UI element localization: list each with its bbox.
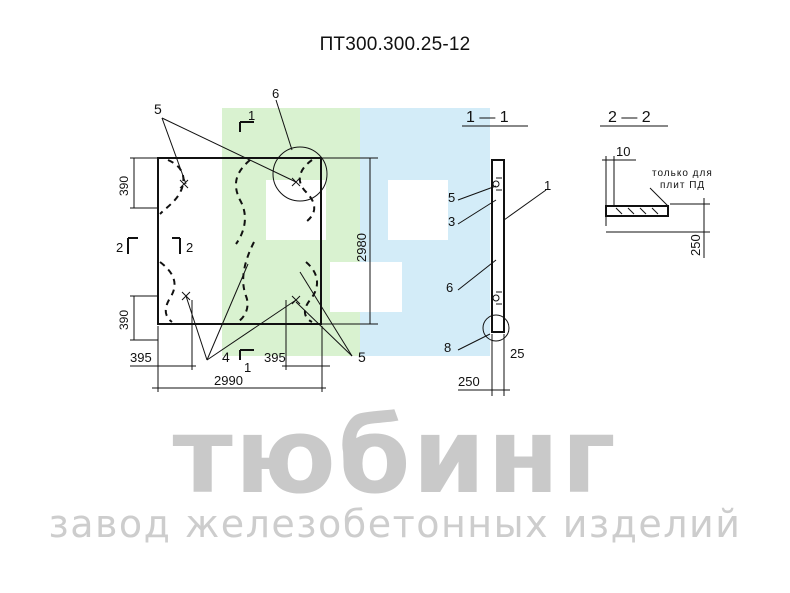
- section-2-2-dim-10: 10: [616, 144, 630, 159]
- section-label-2-right: 2: [186, 240, 193, 255]
- section-1-1-label-5: 5: [448, 190, 455, 205]
- slab-outline: [157, 157, 322, 325]
- section-2-2-slab-edge: [605, 205, 669, 217]
- dim-width-2990: 2990: [214, 373, 243, 388]
- section-label-1-top: 1: [248, 108, 255, 123]
- dashed-loop-top-right: [298, 159, 316, 223]
- section-mark-2-left: [127, 237, 138, 254]
- dashed-loop-top-left: [159, 159, 185, 215]
- dim-right-395: 395: [264, 350, 286, 365]
- dashed-loop-top-center: [234, 159, 251, 245]
- logo-watermark: [222, 108, 490, 356]
- callout-4: 4: [222, 349, 230, 365]
- detail-circle-8: [482, 314, 510, 342]
- callout-5-top: 5: [154, 101, 162, 117]
- dashed-loop-bottom-center: [237, 241, 255, 323]
- dim-top-390: 390: [117, 176, 131, 196]
- section-1-1-label-1: 1: [544, 178, 551, 193]
- section-1-1-label-8: 8: [444, 340, 451, 355]
- section-1-1-dim-250: 250: [458, 374, 480, 389]
- section-1-1-label-6: 6: [446, 280, 453, 295]
- section-mark-1-bottom: [239, 349, 254, 360]
- section-mark-1-top: [239, 121, 254, 132]
- section-label-1-bottom: 1: [244, 360, 251, 375]
- dashed-loop-bottom-left: [159, 261, 176, 323]
- section-1-1: 1 — 1 5 3 1 6 8 25 250: [444, 109, 551, 396]
- section-2-2-heading: 2 — 2: [608, 109, 651, 126]
- section-2-2-note-line2: плит ПД: [660, 180, 705, 191]
- drawing-title: ПТ300.300.25-12: [319, 34, 471, 55]
- section-1-1-label-3: 3: [448, 214, 455, 229]
- dashed-loop-bottom-right: [304, 261, 318, 323]
- section-mark-2-right: [172, 237, 181, 254]
- section-2-2: 2 — 2 10 только для плит ПД 250: [600, 109, 713, 258]
- section-1-1-heading: 1 — 1: [466, 109, 509, 126]
- dim-height-2980: 2980: [354, 233, 369, 262]
- callout-6: 6: [272, 86, 279, 101]
- brand-name: тюбинг: [172, 395, 618, 517]
- callout-5-bottom: 5: [358, 349, 366, 365]
- dim-bottom-390: 390: [117, 310, 131, 330]
- section-2-2-note-line1: только для: [652, 168, 713, 179]
- plan-view: 5 6 1 2 2 4 1 5 390 390 2980 395 395 299…: [116, 86, 378, 392]
- detail-circle-6: [272, 146, 328, 202]
- section-1-1-dim-25: 25: [510, 346, 524, 361]
- section-2-2-dim-250: 250: [688, 234, 703, 256]
- dim-left-395: 395: [130, 350, 152, 365]
- brand-tagline: завод железобетонных изделий: [48, 502, 742, 546]
- section-label-2-left: 2: [116, 240, 123, 255]
- section-1-1-slab: [491, 159, 505, 333]
